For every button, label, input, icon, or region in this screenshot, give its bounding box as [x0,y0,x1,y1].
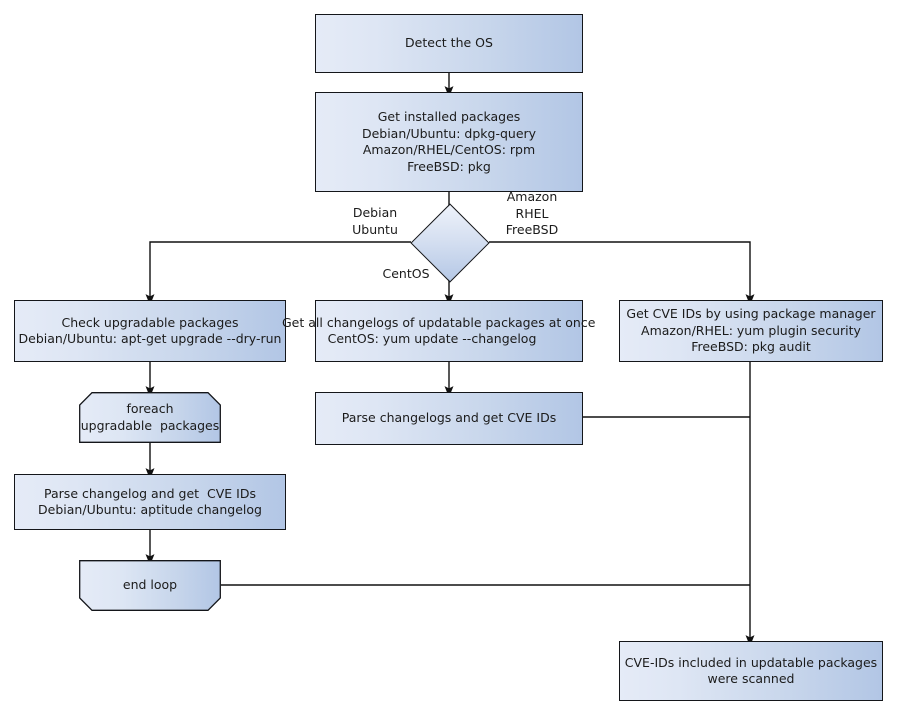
node-parse-changelogs-center-label: Parse changelogs and get CVE IDs [341,410,557,426]
node-check-upgradable-packages-label: Check upgradable packages Debian/Ubuntu:… [18,314,282,347]
node-scanned-result-label: CVE-IDs included in updatable packages w… [624,654,878,687]
node-detect-os[interactable]: Detect the OS [315,14,583,73]
node-foreach-loop[interactable]: foreach upgradable packages [79,392,221,443]
node-check-upgradable-packages[interactable]: Check upgradable packages Debian/Ubuntu:… [14,300,286,362]
node-parse-changelogs-center[interactable]: Parse changelogs and get CVE IDs [315,392,583,445]
edge-decision-to-cve-pkgmgr [489,241,755,306]
node-get-all-changelogs-label: Get all changelogs of updatable packages… [282,314,596,347]
node-get-all-changelogs[interactable]: Get all changelogs of updatable packages… [282,300,595,362]
edge-decision-to-check-upgradable [145,241,411,306]
edge-label-centos: CentOS [382,266,430,281]
node-end-loop-label: end loop [122,577,178,593]
node-end-loop[interactable]: end loop [79,560,221,611]
node-get-cve-ids-package-manager-label: Get CVE IDs by using package manager Ama… [626,306,876,355]
edge-label-amazon-rhel-freebsd: Amazon RHEL FreeBSD [505,189,559,237]
node-get-installed-packages[interactable]: Get installed packages Debian/Ubuntu: dp… [315,92,583,192]
node-foreach-loop-label: foreach upgradable packages [80,401,220,433]
edge-label-debian-ubuntu: Debian Ubuntu [352,205,398,237]
node-parse-changelog-left-label: Parse changelog and get CVE IDs Debian/U… [38,485,262,518]
node-get-cve-ids-package-manager[interactable]: Get CVE IDs by using package manager Ama… [619,300,883,362]
node-scanned-result[interactable]: CVE-IDs included in updatable packages w… [619,641,883,701]
node-parse-changelog-left[interactable]: Parse changelog and get CVE IDs Debian/U… [14,474,286,530]
node-get-installed-packages-label: Get installed packages Debian/Ubuntu: dp… [361,109,537,174]
node-detect-os-label: Detect the OS [405,35,493,51]
